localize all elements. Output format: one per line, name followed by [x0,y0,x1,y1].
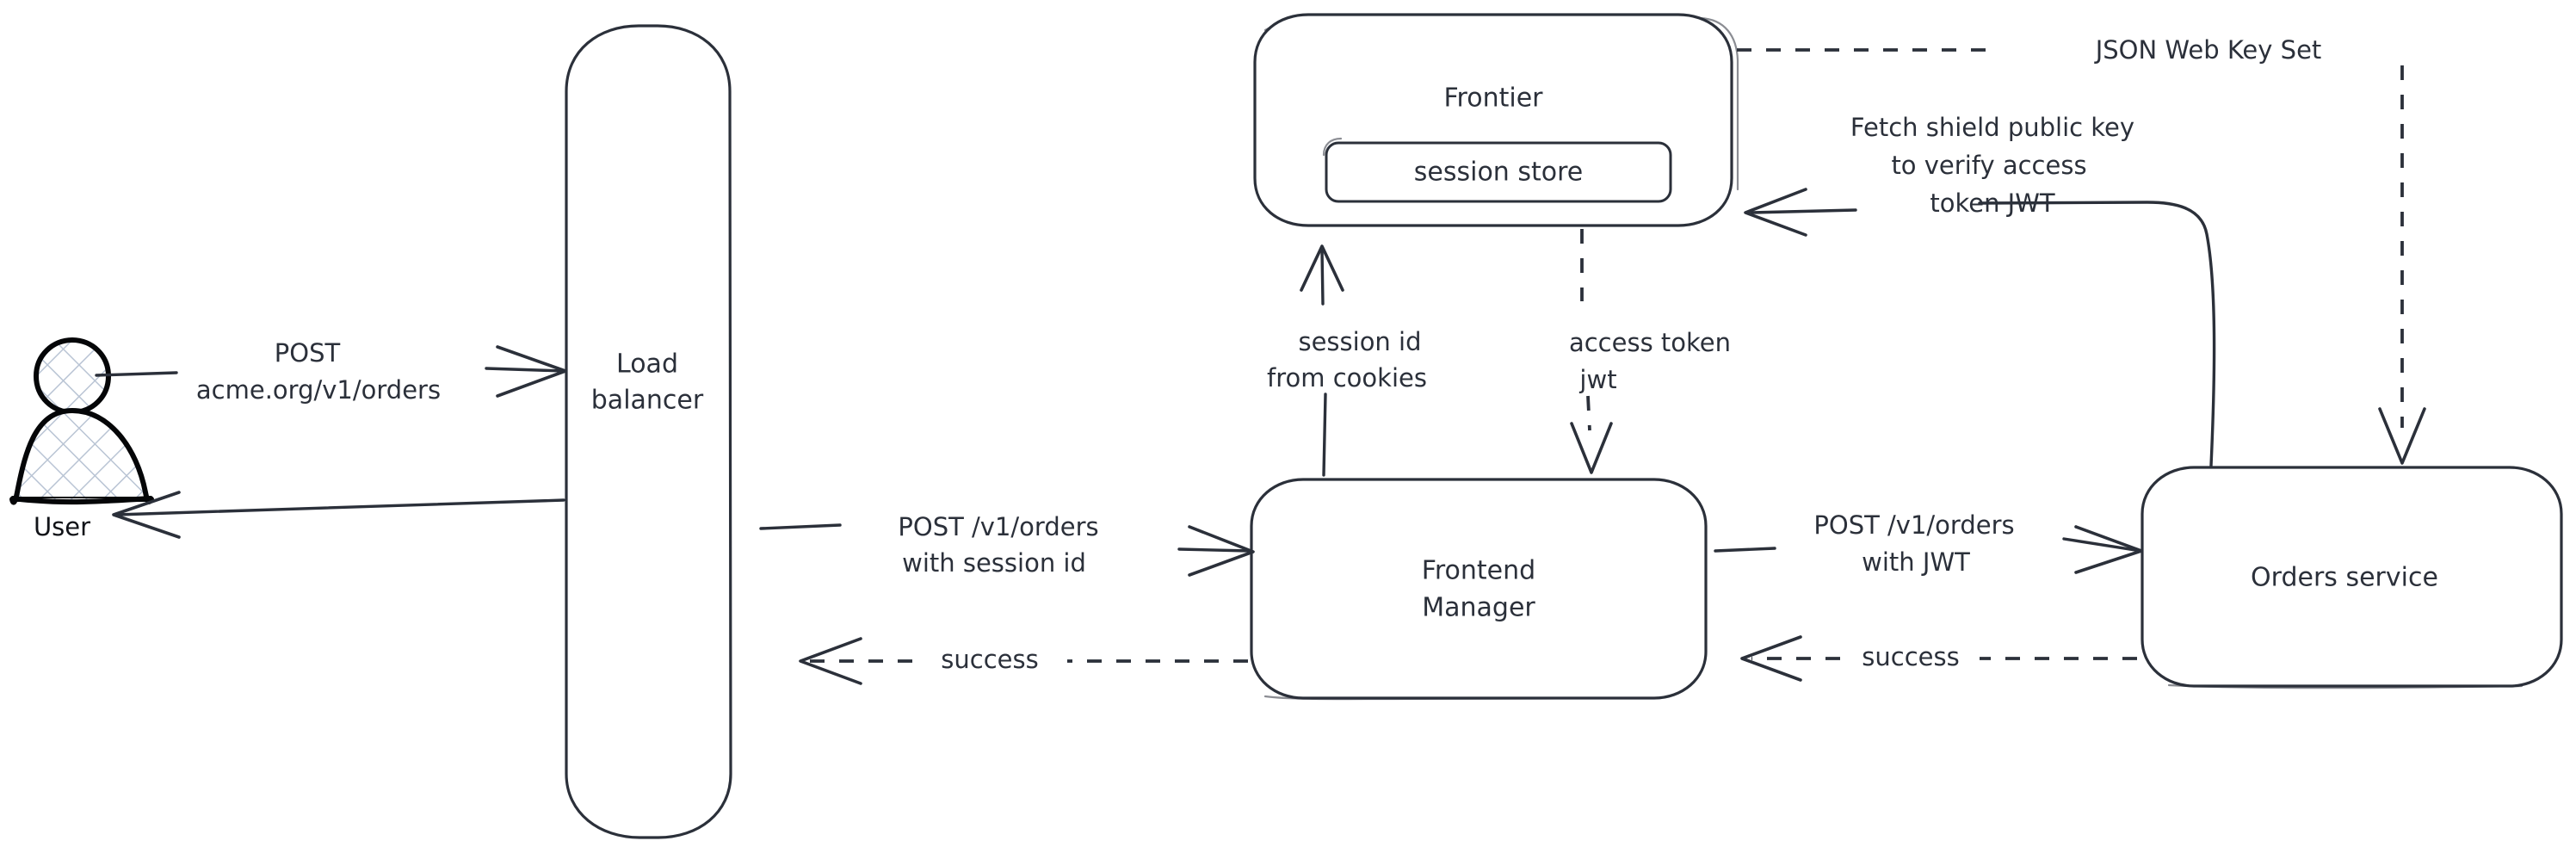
load-balancer-label-line1: Load [616,349,678,380]
user-body-icon [9,408,154,505]
edge-orders-to-frontier-label-line3: token JWT [1930,189,2055,218]
frontend-manager-label-line1: Frontend [1422,556,1535,586]
edge-orders-to-frontier-line-tail [1750,208,1857,214]
edge-frontier-to-fm-line-lower [1586,395,1591,431]
user-label: User [34,512,90,541]
edge-frontier-to-frontend-manager[interactable]: access token jwt [1569,229,1731,474]
edge-user-to-lb-label-line2: acme.org/v1/orders [196,375,441,405]
edge-fm-to-frontier-line-lower [1322,393,1327,477]
edge-user-to-lb-label-line1: POST [275,338,341,368]
edge-orders-to-frontier-label-line1: Fetch shield public key [1850,113,2134,142]
session-store-sketch-shadow [1322,137,1343,157]
edge-orders-to-frontier-label-line2: to verify access [1891,151,2086,180]
edge-fm-to-frontier-label-line1: session id [1298,327,1421,356]
edge-fm-to-frontier-label-line2: from cookies [1267,363,1427,393]
edge-user-to-lb-line [95,367,565,377]
load-balancer-label-line2: balancer [591,386,704,416]
frontend-manager-box [1250,478,1708,700]
edge-orders-to-fm-arrowhead [1740,635,1802,682]
edge-fm-to-orders-label-line2: with JWT [1862,547,1970,577]
edge-frontier-to-orders-service[interactable]: JSON Web Key Set [1737,35,2426,465]
frontend-manager-sketch-shadow [1263,695,1663,701]
edge-frontier-to-fm-label-line1: access token [1569,328,1731,357]
edge-fm-to-orders-arrowhead [2074,525,2143,574]
edge-frontier-to-orders-label: JSON Web Key Set [2094,35,2322,65]
node-load-balancer[interactable]: Load balancer [565,24,732,839]
orders-service-box [2140,466,2563,688]
edge-lb-to-fm-label-line1: POST /v1/orders [898,512,1098,541]
frontend-manager-label-line2: Manager [1422,593,1535,623]
node-frontier[interactable]: Frontier session store [1253,13,1739,227]
node-orders-service[interactable]: Orders service [2140,466,2563,689]
edge-lb-to-fm-arrowhead [1188,525,1255,577]
edge-fm-to-lb-arrowhead [799,637,862,685]
edge-load-balancer-to-frontend-manager[interactable]: POST /v1/orders with session id [759,512,1255,578]
edge-frontend-manager-to-orders-service[interactable]: POST /v1/orders with JWT [1714,510,2143,577]
frontier-label: Frontier [1443,83,1543,114]
edge-orders-service-to-frontier[interactable]: Fetch shield public key to verify access… [1744,113,2216,467]
edge-fm-to-lb-label: success [941,645,1038,674]
load-balancer-box [565,24,732,839]
orders-service-label: Orders service [2251,563,2438,593]
edge-frontier-to-fm-arrowhead [1570,422,1613,474]
session-store-label: session store [1414,158,1583,188]
edge-frontier-to-orders-arrowhead [2378,407,2426,465]
edge-fm-to-orders-line [1714,537,2142,553]
edge-fm-to-frontier-arrowhead [1300,244,1344,292]
edge-orders-service-to-frontend-manager[interactable]: success [1740,635,2137,682]
node-frontend-manager[interactable]: Frontend Manager [1250,478,1708,701]
node-session-store[interactable]: session store [1322,137,1672,203]
edge-lb-to-user-line [115,498,565,516]
edge-orders-to-frontier-line [1978,201,2216,467]
edge-user-to-load-balancer[interactable]: POST acme.org/v1/orders [95,338,567,405]
edge-orders-to-frontier-arrowhead [1744,188,1807,237]
edge-frontier-to-fm-label-line2: jwt [1578,365,1616,394]
edge-frontend-manager-to-frontier[interactable]: session id from cookies [1267,244,1427,477]
edge-user-to-lb-arrowhead [496,345,567,398]
edge-fm-to-orders-label-line1: POST /v1/orders [1813,510,2014,540]
edge-load-balancer-to-user[interactable] [112,491,565,539]
edge-lb-to-fm-line [759,523,1251,553]
edge-orders-to-fm-label: success [1862,642,1959,671]
edge-lb-to-user-arrowhead [112,491,181,539]
user-body-base [10,496,153,505]
session-store-box [1325,141,1672,203]
edge-fm-to-frontier-line-upper [1320,248,1325,306]
edge-frontend-manager-to-load-balancer[interactable]: success [799,637,1248,685]
node-user[interactable]: User [9,337,154,541]
edge-lb-to-fm-label-line2: with session id [902,548,1086,578]
